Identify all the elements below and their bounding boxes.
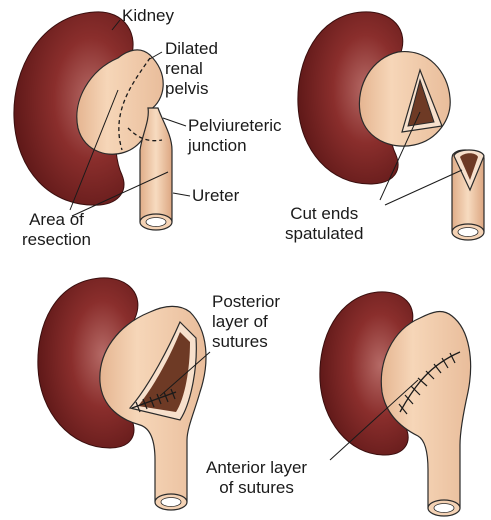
label-kidney: Kidney [122,6,174,26]
label-posterior-layer: Posterior layer of sutures [212,292,280,352]
label-area-of-resection: Area of resection [22,210,91,250]
label-cut-ends-spatulated: Cut ends spatulated [285,204,363,244]
label-ureter: Ureter [192,186,239,206]
ureter-lumen [458,228,478,237]
ureter-lumen [146,218,166,227]
leader-cut-2 [385,170,462,205]
leader-pju [163,118,186,126]
ureter-lumen [434,504,454,513]
label-pelviureteric-junction: Pelviureteric junction [188,116,282,156]
panel-anterior-sutures [320,292,471,516]
ureter-lumen [161,498,181,507]
label-anterior-layer: Anterior layer of sutures [206,458,307,498]
panel-before-resection [14,12,190,230]
panel-posterior-sutures [38,278,210,510]
label-dilated-renal-pelvis: Dilated renal pelvis [165,39,218,99]
leader-ureter [173,193,190,196]
pelvis-ureter-repaired [381,312,470,513]
